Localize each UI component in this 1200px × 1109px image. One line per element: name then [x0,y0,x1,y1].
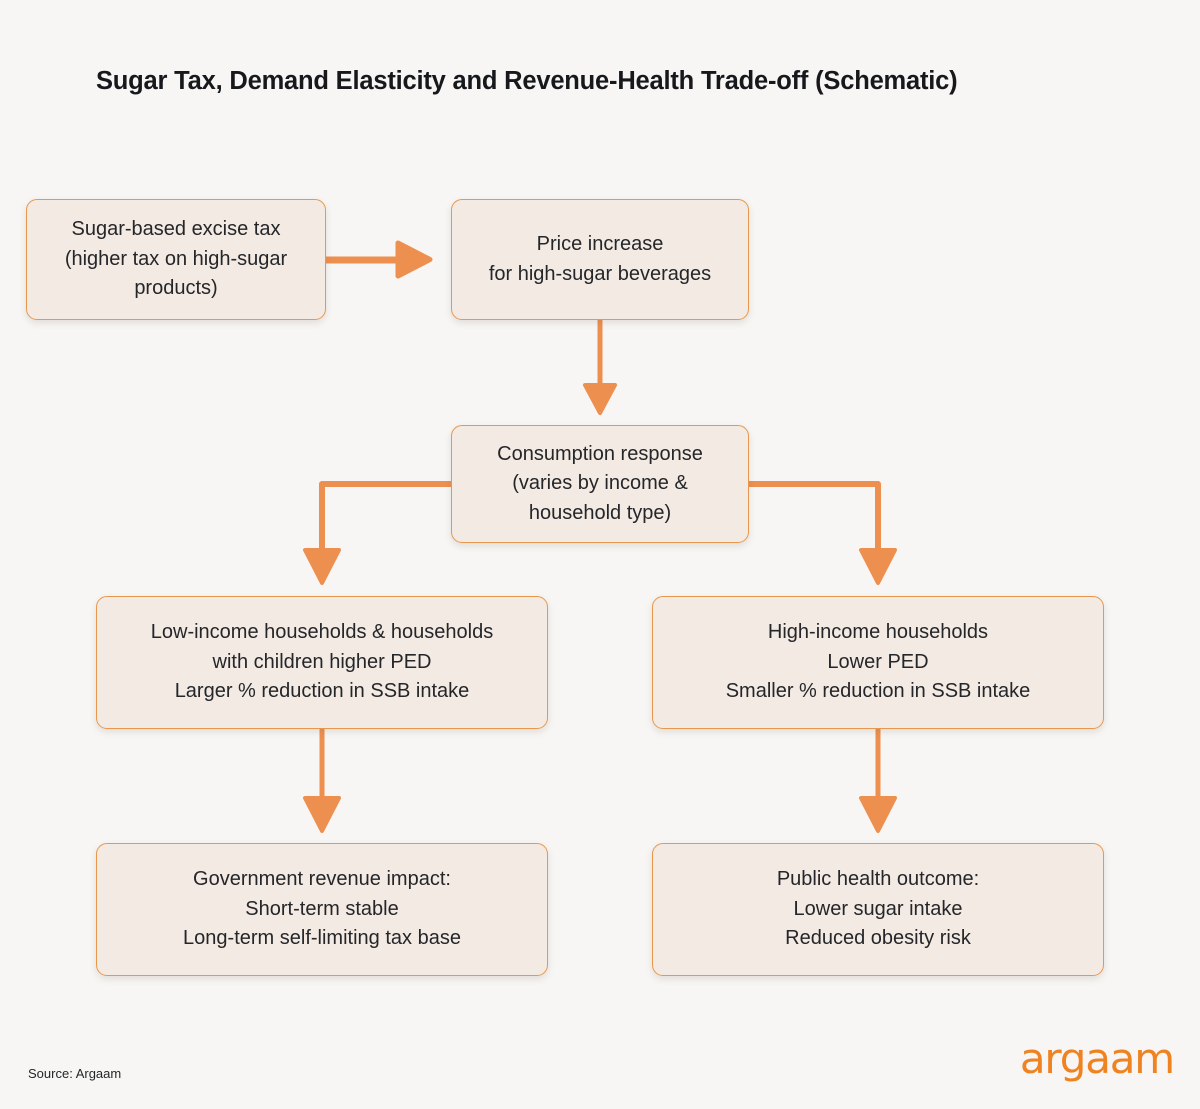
node-line: Government revenue impact: [193,868,451,891]
edge-consumption-to-low-income [303,481,451,585]
node-line: Price increase [536,233,664,256]
node-line: (higher tax on high-sugar [64,247,288,270]
node-line: Low-income households & households [150,621,494,644]
node-line: (varies by income & [512,472,688,495]
node-excise-tax[interactable]: Sugar-based excise tax (higher tax on hi… [26,199,326,320]
source-note: Source: Argaam [28,1066,122,1081]
node-line: Short-term stable [245,897,399,920]
node-line: with children higher PED [212,650,432,673]
node-price-increase[interactable]: Price increase for high-sugar beverages [451,199,749,320]
node-line: Long-term self-limiting tax base [183,927,461,950]
node-line: Public health outcome: [776,868,980,891]
page-title: Sugar Tax, Demand Elasticity and Revenue… [96,67,958,96]
edge-consumption-to-high-income [749,481,897,585]
node-line: products) [134,277,218,300]
node-line: High-income households [767,621,989,644]
edge-price-to-consumption [583,320,617,415]
argaam-logo: argaam [1019,1034,1175,1083]
node-line: Larger % reduction in SSB intake [174,680,470,703]
node-line: for high-sugar beverages [488,262,712,285]
edge-tax-to-price [326,240,433,279]
edge-high-income-to-health [859,729,897,833]
node-high-income-households[interactable]: High-income households Lower PED Smaller… [652,596,1104,729]
node-line: Reduced obesity risk [785,927,971,950]
edge-low-income-to-revenue [303,729,341,833]
node-line: household type) [528,501,672,524]
node-public-health-outcome[interactable]: Public health outcome: Lower sugar intak… [652,843,1104,976]
node-line: Consumption response [497,442,703,465]
node-line: Smaller % reduction in SSB intake [725,680,1031,703]
node-government-revenue-impact[interactable]: Government revenue impact: Short-term st… [96,843,548,976]
node-low-income-households[interactable]: Low-income households & households with … [96,596,548,729]
node-consumption-response[interactable]: Consumption response (varies by income &… [451,425,749,543]
node-line: Lower sugar intake [793,897,963,920]
node-line: Lower PED [827,650,929,673]
node-line: Sugar-based excise tax [71,218,281,241]
